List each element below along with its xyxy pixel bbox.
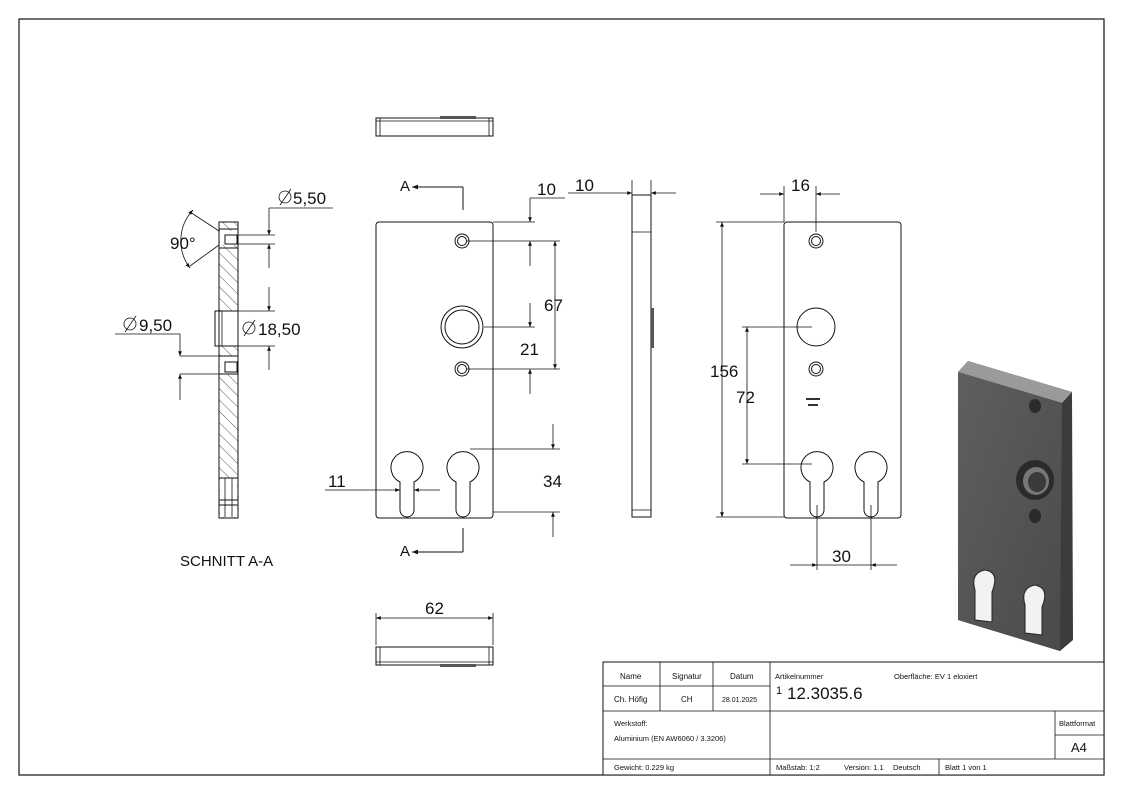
- name-value: Ch. Höfig: [614, 695, 647, 704]
- section-arrow-a-bottom: A: [400, 543, 410, 560]
- dim-67-label: 67: [544, 296, 563, 315]
- blattformat-label: Blattformat: [1059, 719, 1096, 728]
- diameter-icon: [123, 315, 137, 333]
- title-block: [602, 661, 1105, 776]
- name-header: Name: [620, 672, 642, 681]
- datum-value: 28.01.2025: [722, 697, 757, 704]
- diameter-icon: [242, 319, 256, 337]
- dim-11-label: 11: [328, 472, 346, 491]
- version-label: Version: 1.1: [844, 763, 884, 772]
- oberflaeche-label: Oberfläche: EV 1 eloxiert: [894, 672, 978, 681]
- dim-21-label: 21: [520, 340, 539, 359]
- dim-34-label: 34: [543, 472, 562, 491]
- dim-62-label: 62: [425, 599, 444, 618]
- back-dimensions: 16 156 72 30: [710, 176, 897, 570]
- section-arrows: A A: [400, 178, 464, 560]
- article-number: 12.3035.6: [787, 684, 863, 703]
- sheet-border: [18, 18, 1105, 776]
- artikelnummer-label: Artikelnummer: [775, 672, 824, 681]
- dim-9-50-label: 9,50: [139, 316, 172, 335]
- side-view: 10: [568, 176, 676, 518]
- top-view: [375, 116, 494, 137]
- dim-5-50-label: 5,50: [293, 189, 326, 208]
- bottom-view: 62: [375, 599, 494, 667]
- front-dimensions: 10 67 21 34 11: [325, 180, 565, 537]
- section-view-a-a: [214, 221, 239, 519]
- revision-marker: 1: [776, 685, 782, 697]
- dim-10-side-label: 10: [575, 176, 594, 195]
- dim-30-label: 30: [832, 547, 851, 566]
- section-dimensions: 90° 5,50 18,50 9,50: [115, 188, 333, 400]
- werkstoff-label: Werkstoff:: [614, 719, 647, 728]
- blattformat-value: A4: [1071, 740, 1087, 755]
- section-title: SCHNITT A-A: [180, 553, 273, 570]
- gewicht-label: Gewicht: 0.229 kg: [614, 763, 674, 772]
- dim-10-label: 10: [537, 180, 556, 199]
- werkstoff-value: Aluminium (EN AW6060 / 3.3206): [614, 734, 726, 743]
- dim-18-50-label: 18,50: [258, 320, 301, 339]
- language-label: Deutsch: [893, 763, 921, 772]
- signatur-header: Signatur: [672, 672, 702, 681]
- front-view: [375, 221, 494, 519]
- dim-72-label: 72: [736, 388, 755, 407]
- dim-156-label: 156: [710, 362, 738, 381]
- datum-header: Datum: [730, 672, 754, 681]
- dim-16-label: 16: [791, 176, 810, 195]
- back-view: [783, 221, 902, 519]
- diameter-icon: [278, 188, 292, 206]
- sheet-number-label: Blatt 1 von 1: [945, 763, 987, 772]
- signatur-value: CH: [681, 695, 693, 704]
- isometric-view: [958, 361, 1073, 651]
- angle-90-label: 90°: [170, 234, 196, 253]
- section-arrow-a-top: A: [400, 178, 410, 195]
- massstab-label: Maßstab: 1:2: [776, 763, 820, 772]
